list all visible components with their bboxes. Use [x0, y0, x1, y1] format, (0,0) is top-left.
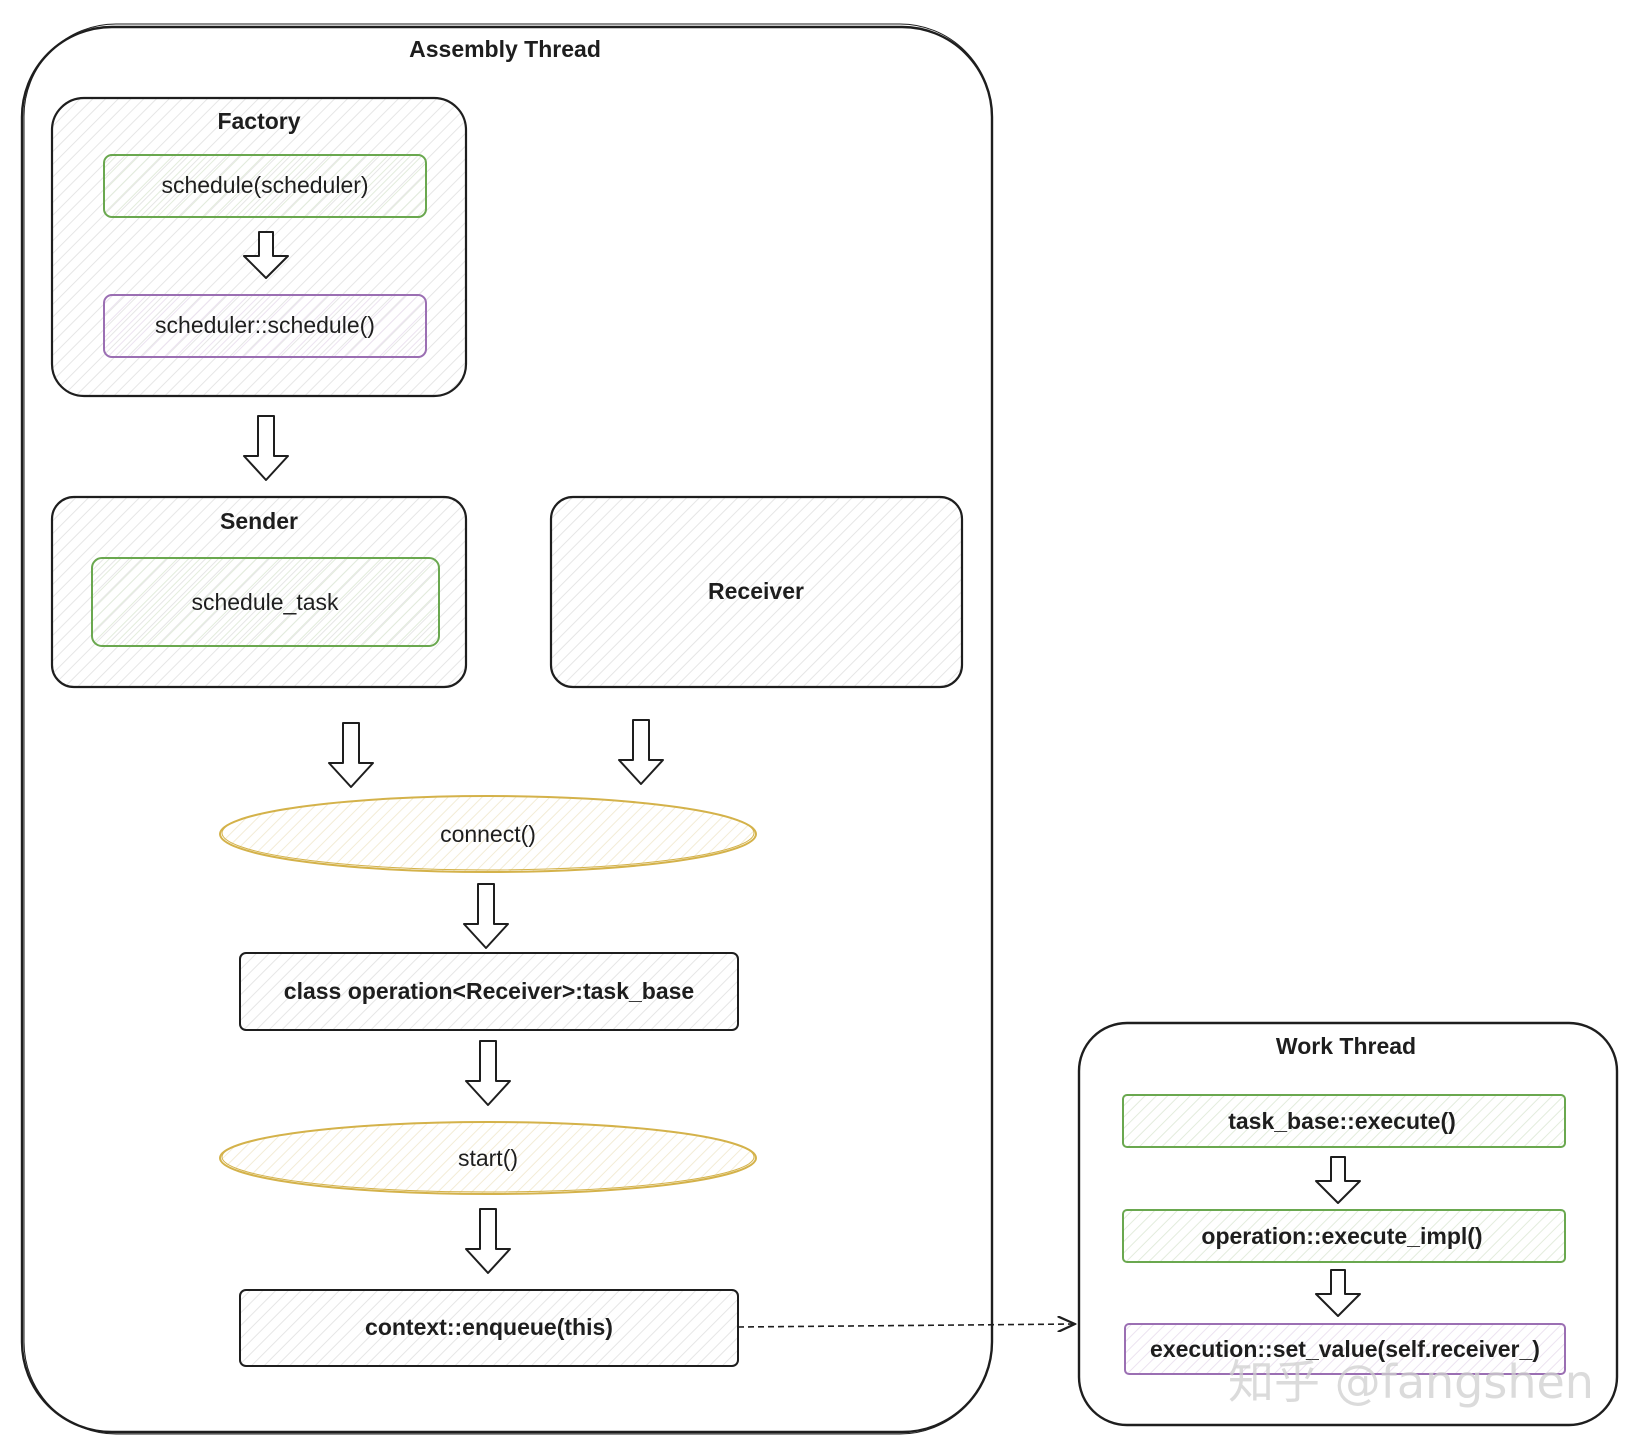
arrow-connect-to-operation: [463, 883, 509, 949]
operation-label: class operation<Receiver>:task_base: [284, 978, 694, 1004]
set-value-node: execution::set_value(self.receiver_): [1124, 1323, 1566, 1375]
sender-container: Sender schedule_task: [50, 495, 468, 689]
execute-impl-node: operation::execute_impl(): [1122, 1209, 1566, 1263]
assembly-thread-container: Assembly Thread: [20, 23, 994, 1435]
start-node: start(): [219, 1121, 757, 1195]
schedule-task-node: schedule_task: [91, 557, 440, 647]
assembly-thread-title: Assembly Thread: [409, 36, 601, 62]
arrow-execute-to-impl: [1315, 1156, 1361, 1204]
connect-node: connect(): [219, 795, 757, 873]
arrow-receiver-to-connect: [618, 719, 664, 785]
arrow-operation-to-start: [465, 1040, 511, 1106]
set-value-label: execution::set_value(self.receiver_): [1150, 1336, 1540, 1362]
receiver-title: Receiver: [708, 578, 804, 604]
schedule-node: schedule(scheduler): [103, 154, 427, 218]
sender-title: Sender: [220, 508, 298, 534]
start-label: start(): [458, 1145, 518, 1171]
scheduler-schedule-node: scheduler::schedule(): [103, 294, 427, 358]
task-base-execute-label: task_base::execute(): [1228, 1108, 1456, 1134]
execute-impl-label: operation::execute_impl(): [1201, 1223, 1482, 1249]
work-thread-title: Work Thread: [1276, 1033, 1416, 1059]
enqueue-to-work-thread-connector: [737, 1324, 1075, 1327]
work-thread-container: Work Thread task_base::execute() operati…: [1077, 1021, 1619, 1427]
scheduler-schedule-label: scheduler::schedule(): [155, 312, 375, 338]
arrow-factory-to-sender: [243, 415, 289, 481]
factory-title: Factory: [217, 108, 300, 134]
watermark: 知乎 @fangshen: [1228, 1355, 1594, 1409]
task-base-execute-node: task_base::execute(): [1122, 1094, 1566, 1148]
receiver-container: Receiver: [549, 495, 964, 689]
operation-node: class operation<Receiver>:task_base: [239, 952, 739, 1031]
schedule-label: schedule(scheduler): [161, 172, 368, 198]
connect-label: connect(): [440, 821, 536, 847]
enqueue-label: context::enqueue(this): [365, 1314, 613, 1340]
arrow-impl-to-set-value: [1315, 1269, 1361, 1317]
schedule-task-label: schedule_task: [191, 589, 339, 615]
factory-container: Factory schedule(scheduler) scheduler::s…: [50, 96, 468, 398]
arrow-sender-to-connect: [328, 722, 374, 788]
arrow-start-to-enqueue: [465, 1208, 511, 1274]
enqueue-node: context::enqueue(this): [239, 1289, 739, 1367]
